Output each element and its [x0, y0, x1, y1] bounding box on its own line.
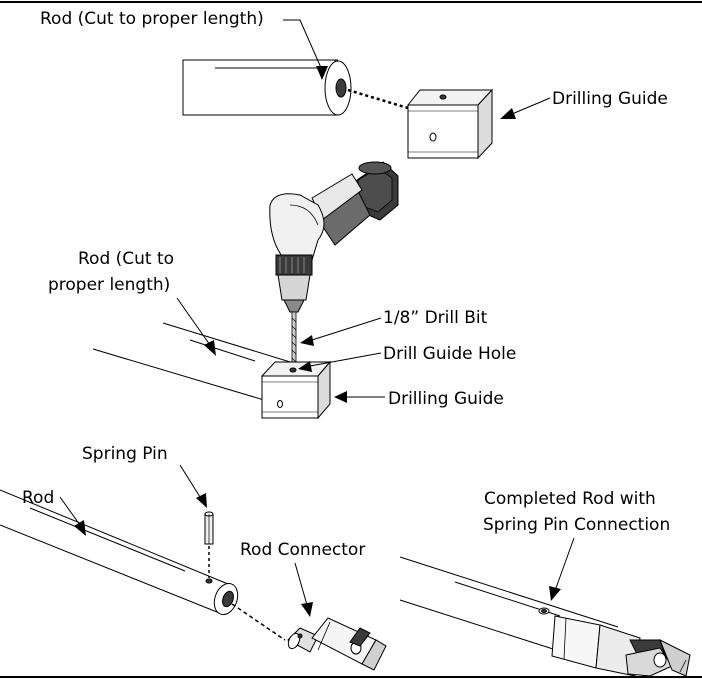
completed-rod	[399, 556, 691, 677]
top-drilling-guide	[406, 88, 494, 160]
rod-mid-label-line2: proper length)	[48, 275, 170, 295]
drilling-guide-top-leader	[511, 97, 551, 115]
drill-bit-leader	[311, 317, 382, 341]
rod-mid-label-line1: Rod (Cut to	[78, 249, 174, 269]
top-dotted-line	[347, 88, 409, 110]
connector-dashed-line	[231, 603, 286, 641]
rod-bottom-leader	[59, 496, 81, 526]
rod-top-leader	[283, 19, 323, 71]
middle-drilling-guide	[260, 360, 332, 420]
rod-connector-leader	[294, 562, 308, 606]
rod-connector	[287, 617, 387, 671]
rod-bottom-label: Rod	[22, 488, 54, 508]
drilling-guide-top-label: Drilling Guide	[552, 89, 668, 109]
completed-leader	[555, 537, 575, 589]
spring-pin-label: Spring Pin	[82, 444, 168, 464]
drill-bit-label: 1/8” Drill Bit	[383, 308, 488, 328]
spring-pin	[204, 511, 214, 545]
bottom-rod	[0, 489, 239, 615]
drill-guide-hole-label: Drill Guide Hole	[383, 344, 516, 364]
rod-mid-leader	[176, 297, 211, 346]
rod-top-label: Rod (Cut to proper length)	[40, 9, 264, 29]
rod-connector-label: Rod Connector	[240, 540, 365, 560]
drill-guide-hole-leader	[309, 352, 382, 367]
middle-rod	[92, 322, 301, 401]
drilling-guide-mid-label: Drilling Guide	[388, 389, 504, 409]
spring-pin-leader	[179, 464, 201, 498]
top-rod	[182, 59, 352, 116]
completed-label-line2: Spring Pin Connection	[483, 515, 670, 535]
completed-label-line1: Completed Rod with	[484, 489, 656, 509]
drill	[269, 161, 399, 369]
